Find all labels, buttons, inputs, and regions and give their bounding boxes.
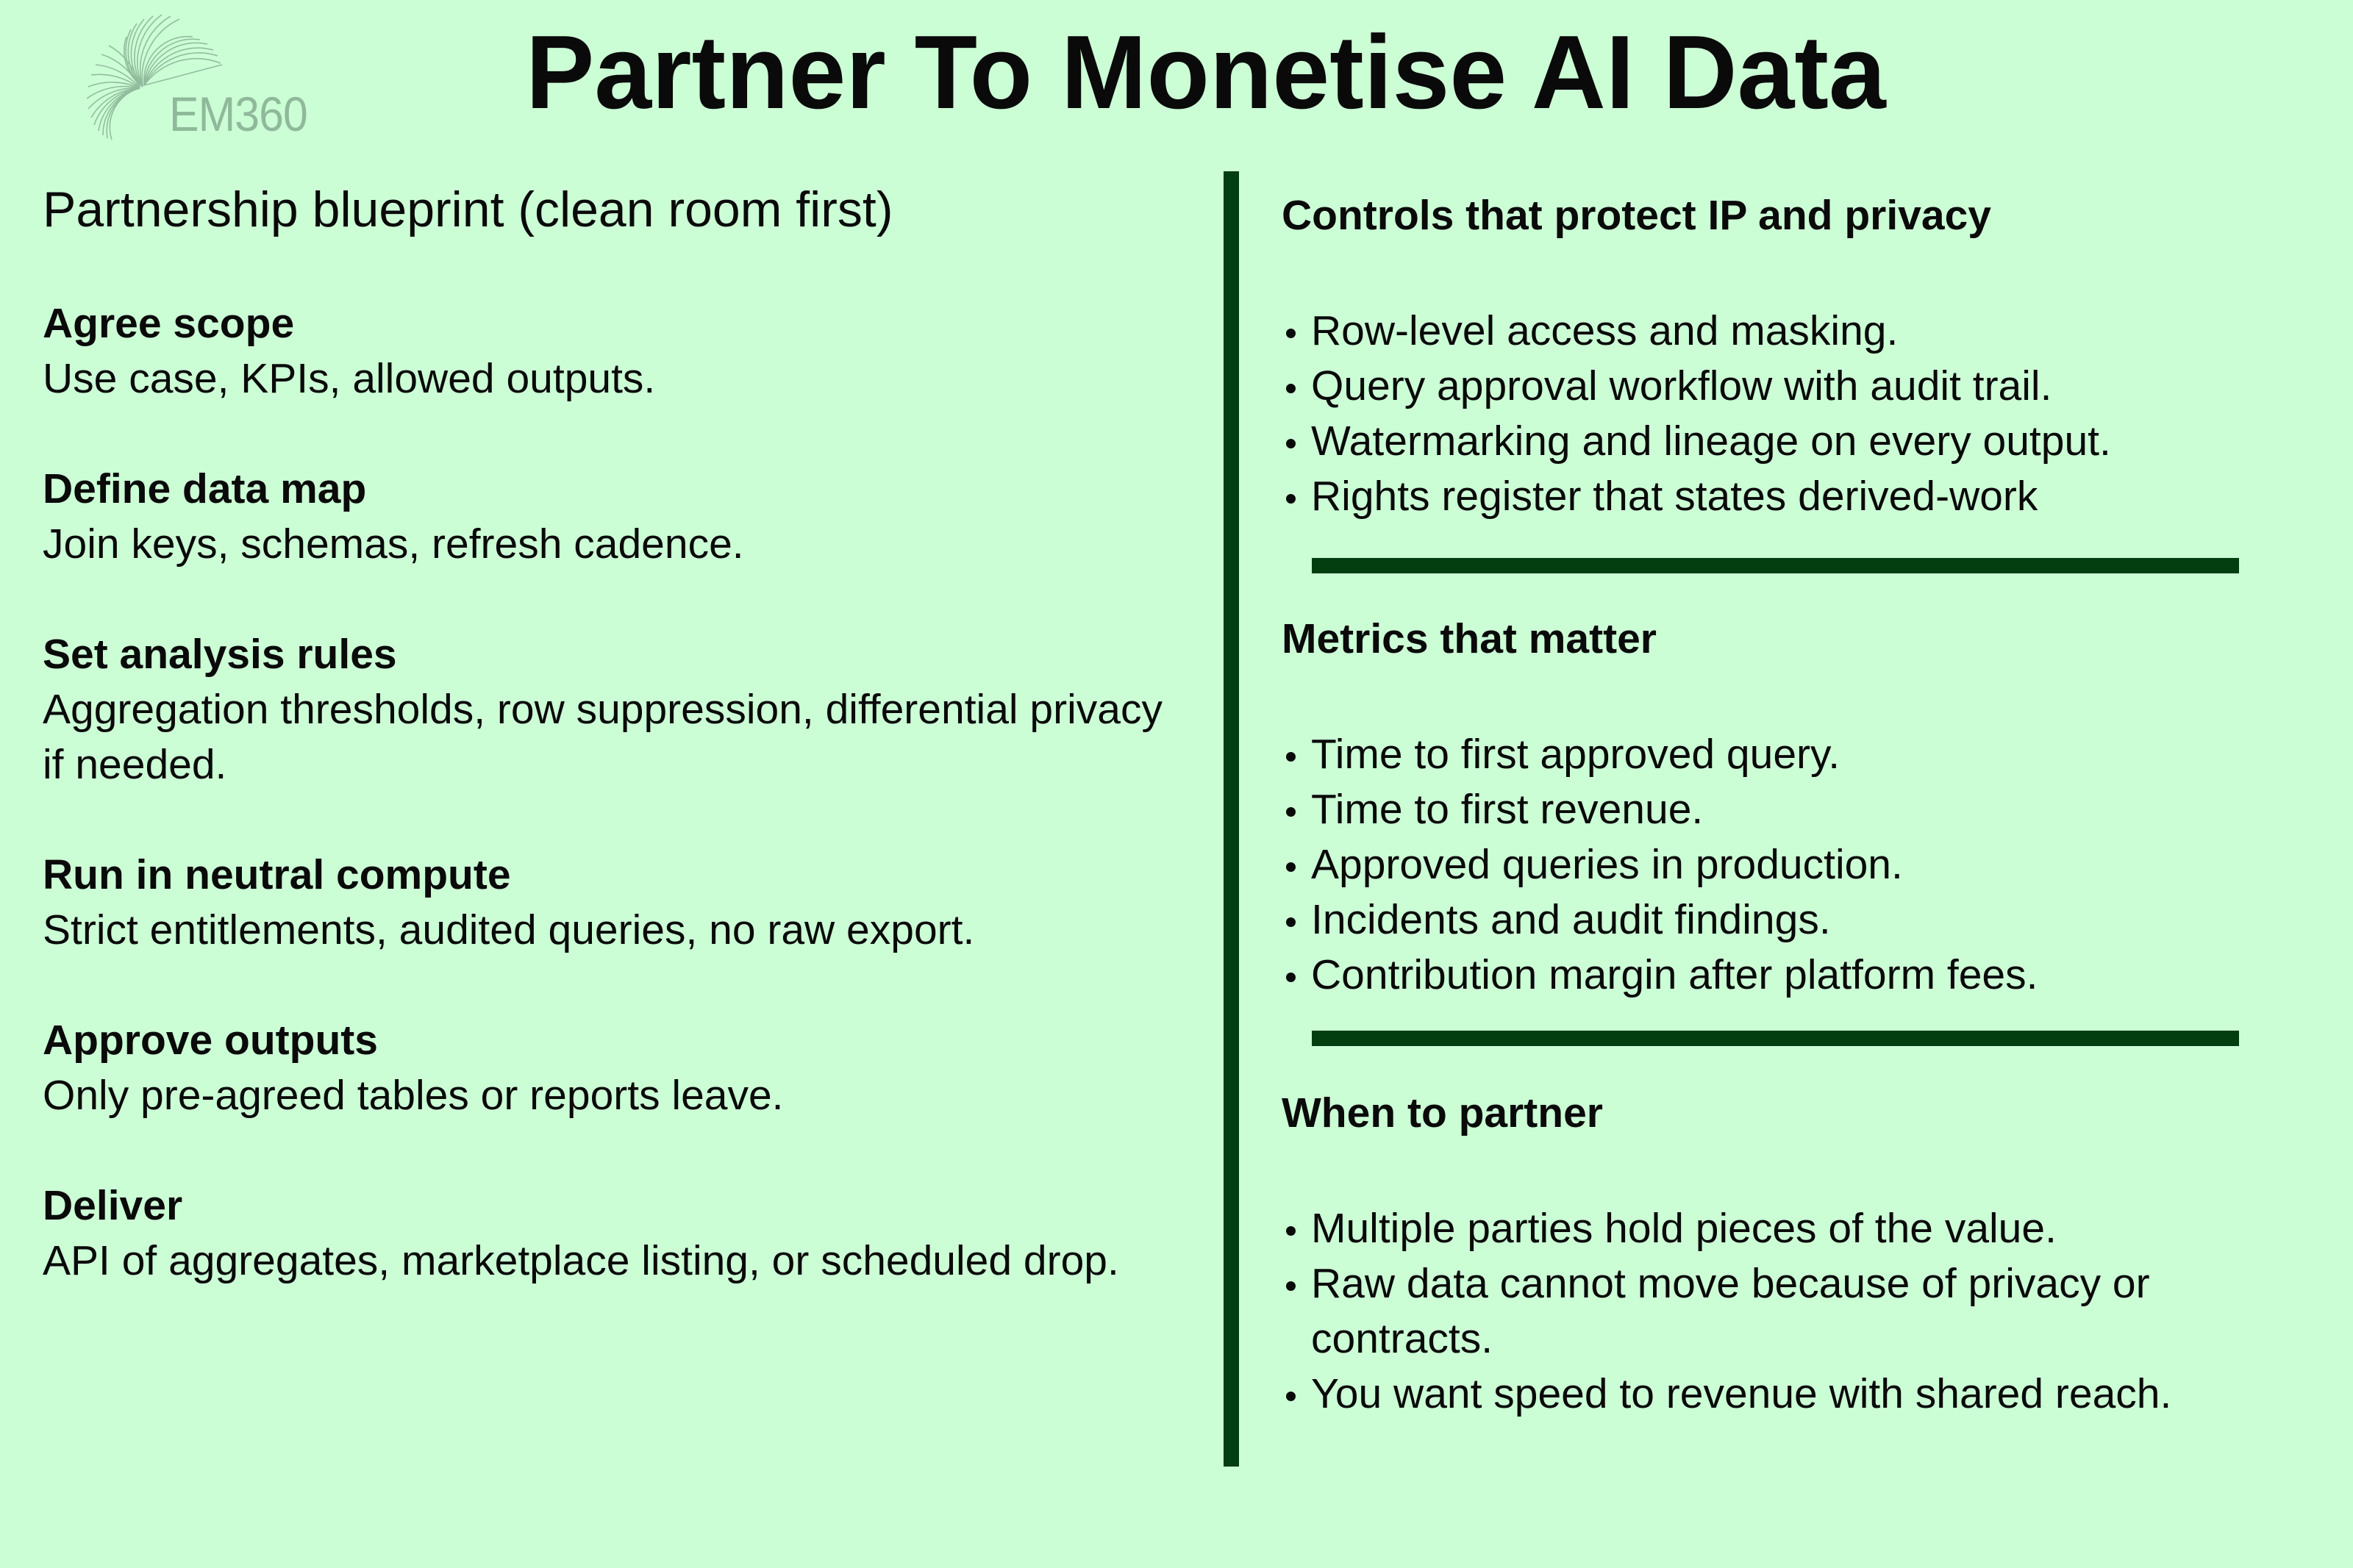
step-description: Use case, KPIs, allowed outputs. [43, 355, 656, 402]
step-description: Strict entitlements, audited queries, no… [43, 906, 975, 953]
concentric-arcs-logo-icon [86, 14, 223, 140]
bullet-icon [1286, 752, 1296, 762]
bullet-icon [1286, 1281, 1296, 1291]
list-item: Query approval workflow with audit trail… [1282, 359, 2333, 414]
blueprint-step: Set analysis rules Aggregation threshold… [43, 627, 1190, 792]
page-title: Partner To Monetise AI Data [526, 14, 1886, 131]
step-title: Agree scope [43, 300, 295, 347]
blueprint-step: Run in neutral compute Strict entitlemen… [43, 848, 1190, 958]
bullet-icon [1286, 384, 1296, 393]
controls-list: Row-level access and masking. Query appr… [1282, 304, 2333, 524]
list-item: Rights register that states derived-work [1282, 469, 2333, 524]
blueprint-step: Approve outputs Only pre-agreed tables o… [43, 1013, 1190, 1123]
metrics-section: Metrics that matter Time to first approv… [1282, 618, 2333, 1003]
bullet-icon [1286, 917, 1296, 927]
controls-section: Controls that protect IP and privacy Row… [1282, 195, 2333, 524]
step-title: Run in neutral compute [43, 851, 511, 898]
when-to-partner-list: Multiple parties hold pieces of the valu… [1282, 1201, 2333, 1422]
vertical-divider [1224, 171, 1239, 1467]
step-description: Aggregation thresholds, row suppression,… [43, 686, 1163, 788]
list-item: Approved queries in production. [1282, 837, 2333, 892]
list-item: Watermarking and lineage on every output… [1282, 414, 2333, 469]
list-item: Row-level access and masking. [1282, 304, 2333, 359]
blueprint-step: Deliver API of aggregates, marketplace l… [43, 1178, 1190, 1289]
horizontal-divider [1312, 1031, 2239, 1046]
metrics-list: Time to first approved query. Time to fi… [1282, 727, 2333, 1003]
horizontal-divider [1312, 558, 2239, 573]
when-to-partner-heading: When to partner [1282, 1089, 1603, 1136]
bullet-icon [1286, 439, 1296, 448]
step-description: Only pre-agreed tables or reports leave. [43, 1072, 784, 1119]
bullet-icon [1286, 329, 1296, 338]
bullet-icon [1286, 1226, 1296, 1236]
list-item: Multiple parties hold pieces of the valu… [1282, 1201, 2333, 1256]
blueprint-step: Define data map Join keys, schemas, refr… [43, 462, 1190, 572]
when-to-partner-section: When to partner Multiple parties hold pi… [1282, 1092, 2333, 1422]
list-item: Incidents and audit findings. [1282, 892, 2333, 948]
list-item: Time to first approved query. [1282, 727, 2333, 782]
step-description: Join keys, schemas, refresh cadence. [43, 520, 744, 568]
blueprint-step: Agree scope Use case, KPIs, allowed outp… [43, 296, 1190, 407]
step-title: Set analysis rules [43, 631, 397, 678]
list-item: You want speed to revenue with shared re… [1282, 1367, 2333, 1422]
bullet-icon [1286, 1392, 1296, 1401]
step-description: API of aggregates, marketplace listing, … [43, 1237, 1119, 1284]
step-title: Deliver [43, 1182, 183, 1229]
list-item: Time to first revenue. [1282, 782, 2333, 837]
metrics-heading: Metrics that matter [1282, 615, 1657, 662]
bullet-icon [1286, 862, 1296, 872]
bullet-icon [1286, 494, 1296, 504]
step-title: Approve outputs [43, 1017, 378, 1064]
list-item: Raw data cannot move because of privacy … [1282, 1256, 2274, 1367]
brand-logo: EM360 [82, 7, 332, 147]
list-item: Contribution margin after platform fees. [1282, 948, 2333, 1003]
brand-logo-text: EM360 [169, 87, 308, 141]
bullet-icon [1286, 807, 1296, 817]
blueprint-heading: Partnership blueprint (clean room first) [43, 182, 893, 237]
controls-heading: Controls that protect IP and privacy [1282, 192, 1991, 239]
bullet-icon [1286, 973, 1296, 982]
step-title: Define data map [43, 465, 367, 512]
